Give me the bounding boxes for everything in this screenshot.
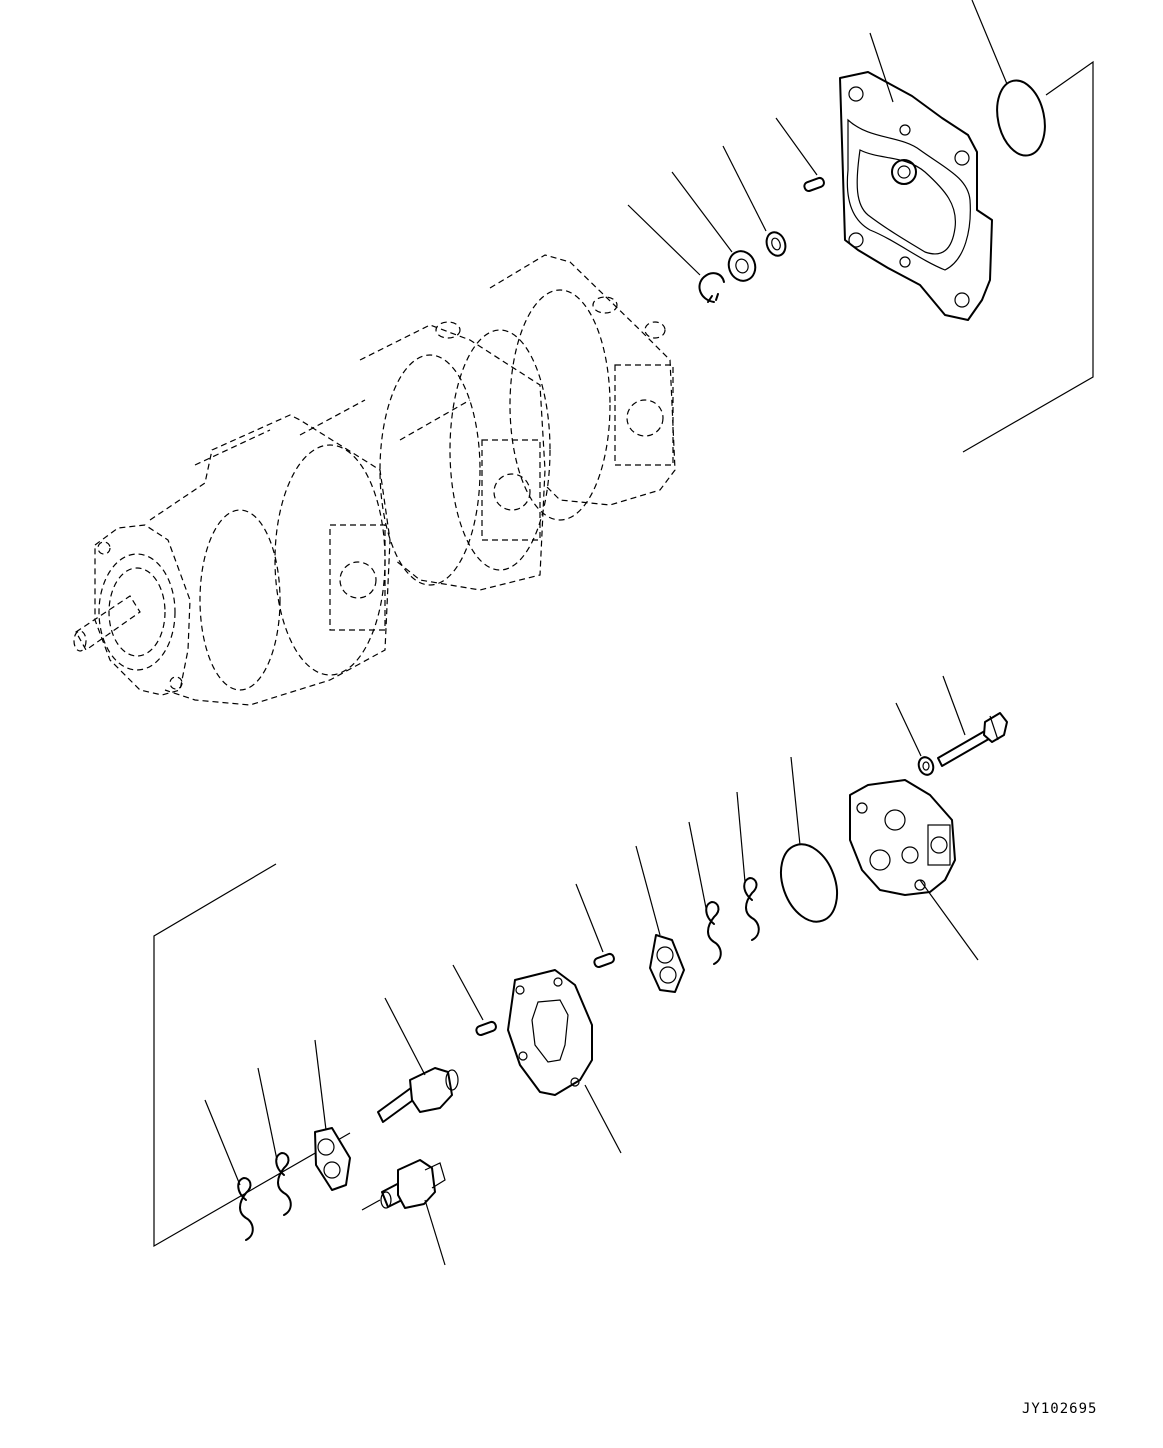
dowel-pin-top — [775, 117, 825, 192]
snap-ring-top — [627, 204, 725, 303]
wear-plate-left — [314, 1039, 351, 1191]
drawing-code: JY102695 — [1022, 1401, 1098, 1417]
driven-gear — [380, 1159, 446, 1266]
bearing-top — [671, 171, 757, 282]
seal-right-2 — [736, 791, 760, 941]
wear-plate-right — [635, 845, 685, 993]
dowel-pin-left — [452, 964, 497, 1036]
seal-left-1 — [204, 1099, 254, 1241]
gear-group-connector — [361, 1199, 381, 1211]
bottom-frame-bracket — [153, 863, 351, 1248]
seal-left-2 — [257, 1067, 292, 1216]
washer-bolt — [895, 702, 935, 776]
o-ring-top — [971, 0, 1046, 157]
rear-cover — [839, 32, 993, 321]
front-cover — [849, 779, 979, 961]
washer-top — [722, 145, 787, 257]
o-ring-bottom — [779, 756, 839, 923]
gear-housing — [507, 969, 622, 1154]
seal-right-1 — [688, 821, 722, 965]
drive-gear — [377, 997, 459, 1123]
pump-assembly — [73, 254, 676, 706]
dowel-pin-right — [575, 883, 615, 968]
bolt — [937, 675, 1008, 767]
top-frame-bracket — [962, 60, 1094, 453]
